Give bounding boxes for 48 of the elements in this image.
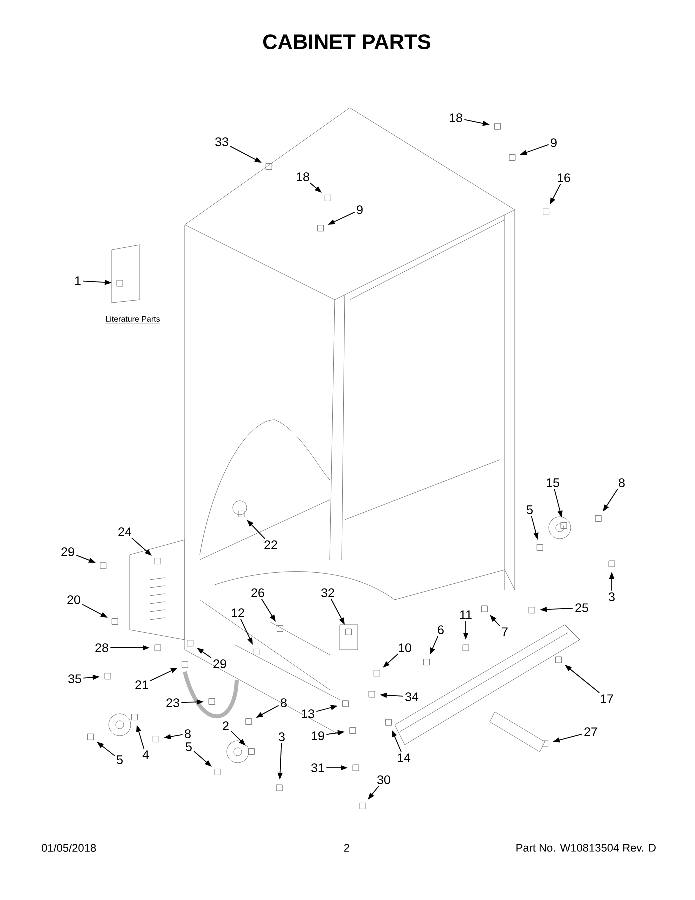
callout-number: 11: [460, 610, 472, 620]
callout-number: 3: [609, 592, 615, 602]
callout-number: 19: [312, 732, 324, 740]
callout-number: 3: [279, 732, 285, 742]
callout-number: 34: [406, 692, 419, 702]
callout-number: 18: [297, 172, 310, 182]
callout-number: 5: [117, 756, 123, 764]
callout-number: 15: [547, 478, 560, 488]
callout-number: 17: [601, 694, 614, 704]
callout-number: 9: [357, 206, 363, 214]
callout-number: 14: [398, 754, 411, 762]
callout-number: 30: [378, 776, 390, 784]
callout-number: 8: [619, 478, 625, 488]
footer-text: 01/05/2018: [42, 844, 96, 852]
callout-number: 29: [214, 660, 226, 668]
callout-number: 5: [186, 742, 192, 752]
callout-number: 9: [551, 138, 557, 148]
callout-number: 20: [68, 596, 80, 604]
callout-number: 16: [558, 174, 570, 182]
callout-number: 13: [302, 710, 314, 718]
callout-number: 24: [118, 528, 132, 536]
callout-number: 1: [75, 276, 81, 286]
callout-number: 28: [96, 644, 108, 652]
callout-number: 35: [68, 674, 82, 684]
callout-number: 10: [399, 644, 412, 652]
part-label: Literature Parts: [105, 316, 161, 324]
callout-number: 25: [576, 604, 588, 612]
callout-number: 12: [232, 608, 244, 618]
callout-number: 6: [438, 626, 444, 634]
callout-number: 4: [142, 750, 150, 760]
callout-number: 5: [527, 506, 533, 514]
callout-number: 8: [185, 730, 191, 738]
callout-number: 21: [136, 680, 148, 690]
callout-number: 33: [216, 138, 228, 146]
callout-number: 31: [312, 764, 324, 772]
footer-text: Part No. W10813504 Rev. D: [516, 844, 656, 852]
callout-number: 18: [450, 114, 462, 122]
footer-text: 2: [344, 844, 350, 852]
callout-number: 27: [584, 728, 598, 736]
callout-number: 32: [322, 588, 334, 598]
callout-number: 23: [166, 698, 180, 708]
callout-number: 22: [264, 540, 278, 550]
callout-number: 8: [281, 698, 287, 708]
title: CABINET PARTS: [263, 34, 431, 50]
callout-number: 7: [502, 628, 508, 636]
callout-number: 26: [252, 588, 264, 598]
callout-number: 2: [223, 722, 229, 730]
callout-number: 29: [62, 548, 74, 556]
